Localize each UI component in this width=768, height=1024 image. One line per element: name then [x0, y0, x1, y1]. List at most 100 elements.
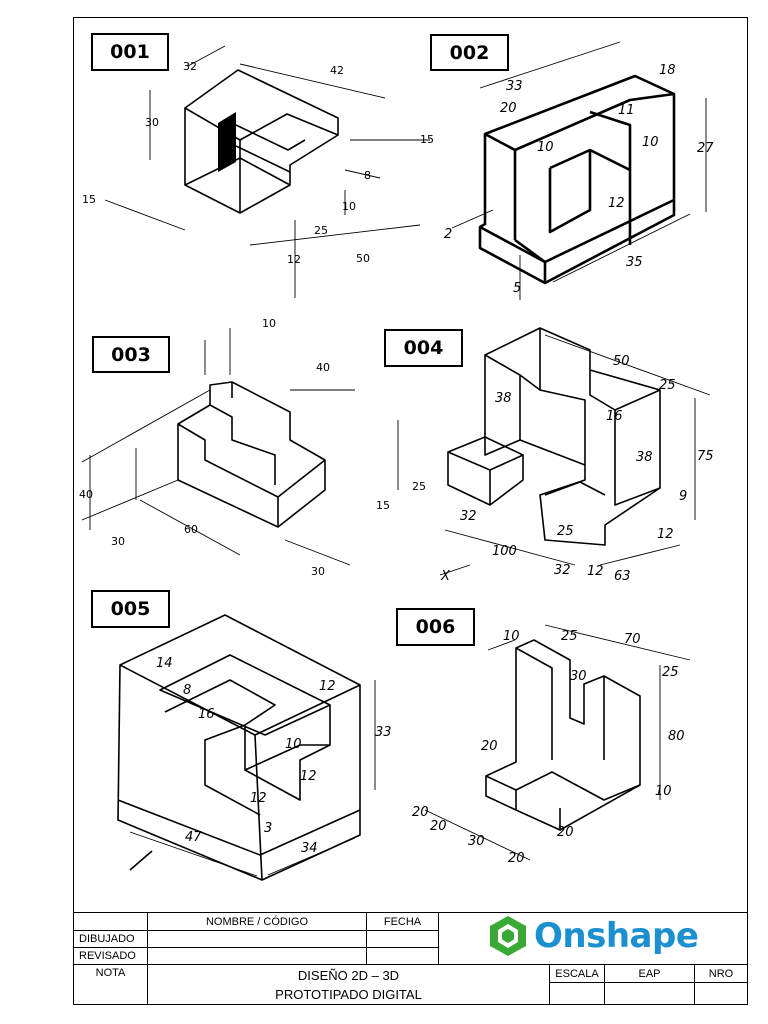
svg-text:14: 14 [156, 656, 173, 671]
onshape-logo-text: Onshape [534, 916, 699, 956]
figure-label-004: 004 [384, 329, 463, 367]
svg-text:15: 15 [82, 193, 96, 206]
svg-text:30: 30 [111, 535, 125, 548]
svg-text:50: 50 [356, 252, 370, 265]
tb-label-revisado: REVISADO [73, 947, 148, 965]
svg-text:33: 33 [375, 725, 392, 740]
tb-label-dibujado: DIBUJADO [73, 930, 148, 948]
svg-text:32: 32 [460, 509, 477, 524]
svg-text:50: 50 [613, 354, 630, 369]
svg-text:25: 25 [412, 480, 426, 493]
svg-text:30: 30 [145, 116, 159, 129]
svg-text:38: 38 [636, 450, 653, 465]
svg-text:10: 10 [642, 135, 659, 150]
svg-text:12: 12 [287, 253, 301, 266]
svg-text:100: 100 [492, 544, 517, 559]
svg-text:80: 80 [668, 729, 685, 744]
svg-text:32: 32 [183, 60, 197, 73]
svg-text:33: 33 [506, 79, 523, 94]
svg-text:75: 75 [697, 449, 714, 464]
svg-text:60: 60 [184, 523, 198, 536]
svg-text:10: 10 [503, 629, 520, 644]
figure-label-005: 005 [91, 590, 170, 628]
figure-label-003: 003 [92, 336, 170, 373]
svg-text:32: 32 [554, 563, 571, 578]
tb-title-line2: PROTOTIPADO DIGITAL [275, 986, 422, 1002]
svg-text:12: 12 [300, 769, 317, 784]
svg-text:40: 40 [316, 361, 330, 374]
svg-text:12: 12 [250, 791, 267, 806]
svg-text:25: 25 [561, 629, 578, 644]
figure-label-006: 006 [396, 608, 475, 646]
svg-text:30: 30 [311, 565, 325, 578]
svg-text:35: 35 [626, 255, 643, 270]
svg-text:20: 20 [508, 851, 525, 866]
tb-label-eap: EAP [604, 964, 695, 983]
tb-field-revisado-fecha[interactable] [366, 947, 439, 965]
svg-text:20: 20 [412, 805, 429, 820]
figure-label-002: 002 [430, 34, 509, 71]
tb-title: DISEÑO 2D – 3D PROTOTIPADO DIGITAL [147, 964, 550, 1005]
tb-field-dibujado-fecha[interactable] [366, 930, 439, 948]
svg-text:25: 25 [557, 524, 574, 539]
tb-field-nro[interactable] [694, 982, 748, 1005]
tb-blank-corner [73, 912, 148, 931]
svg-text:25: 25 [659, 378, 676, 393]
svg-text:9: 9 [679, 489, 687, 504]
svg-text:63: 63 [614, 569, 631, 584]
svg-text:8: 8 [364, 169, 371, 182]
svg-text:12: 12 [319, 679, 336, 694]
svg-text:25: 25 [314, 224, 328, 237]
svg-text:12: 12 [608, 196, 625, 211]
tb-field-eap[interactable] [604, 982, 695, 1005]
svg-text:25: 25 [662, 665, 679, 680]
tb-title-line1: DISEÑO 2D – 3D [297, 967, 400, 983]
tb-label-nota: NOTA [73, 964, 148, 1005]
svg-text:8: 8 [183, 683, 191, 698]
svg-text:70: 70 [624, 632, 641, 647]
svg-text:3: 3 [264, 821, 272, 836]
tb-header-fecha: FECHA [366, 912, 439, 931]
svg-text:40: 40 [79, 488, 93, 501]
svg-text:30: 30 [570, 669, 587, 684]
svg-text:27: 27 [697, 141, 714, 156]
onshape-logo: Onshape [488, 913, 703, 959]
svg-text:38: 38 [495, 391, 512, 406]
svg-text:16: 16 [606, 409, 623, 424]
svg-text:5: 5 [513, 281, 521, 296]
tb-field-dibujado-nombre[interactable] [147, 930, 367, 948]
tb-label-nro: NRO [694, 964, 748, 983]
svg-text:12: 12 [587, 564, 604, 579]
svg-text:20: 20 [430, 819, 447, 834]
svg-text:15: 15 [376, 499, 390, 512]
onshape-hexagon-icon [490, 916, 526, 956]
svg-text:42: 42 [330, 64, 344, 77]
svg-text:11: 11 [618, 103, 635, 118]
svg-text:X: X [440, 569, 451, 584]
tb-field-revisado-nombre[interactable] [147, 947, 367, 965]
svg-text:16: 16 [198, 707, 215, 722]
svg-text:47: 47 [185, 830, 202, 845]
svg-text:2: 2 [444, 227, 452, 242]
svg-text:15: 15 [420, 133, 434, 146]
svg-text:30: 30 [468, 834, 485, 849]
tb-header-nombre: NOMBRE / CÓDIGO [147, 912, 367, 931]
svg-text:10: 10 [537, 140, 554, 155]
tb-label-escala: ESCALA [549, 964, 605, 983]
svg-text:20: 20 [500, 101, 517, 116]
tb-field-escala[interactable] [549, 982, 605, 1005]
svg-text:20: 20 [481, 739, 498, 754]
figure-label-001: 001 [91, 33, 169, 71]
svg-text:12: 12 [657, 527, 674, 542]
svg-text:10: 10 [655, 784, 672, 799]
svg-text:10: 10 [342, 200, 356, 213]
svg-text:18: 18 [659, 63, 676, 78]
svg-text:20: 20 [557, 825, 574, 840]
svg-text:34: 34 [301, 841, 318, 856]
